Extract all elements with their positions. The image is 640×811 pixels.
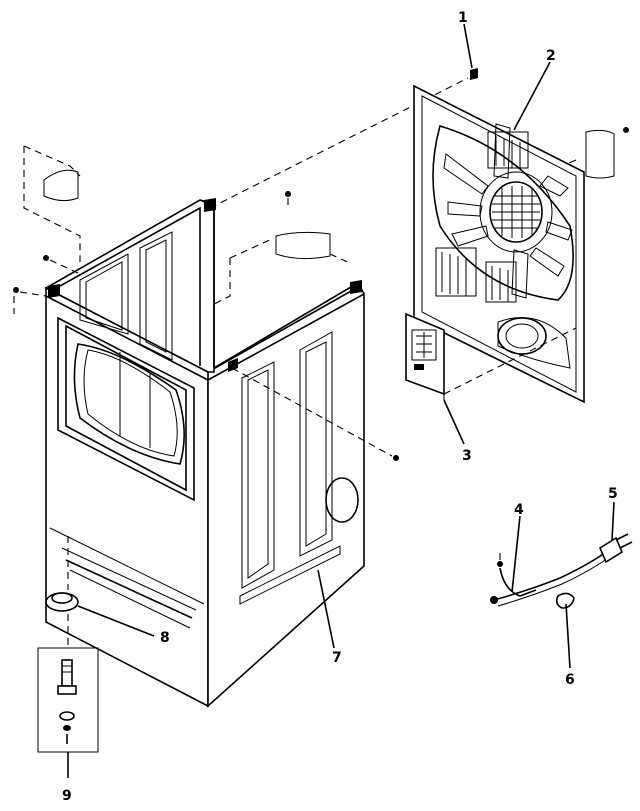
leg-hardware-kit: [37, 647, 99, 778]
callout-1: 1: [458, 10, 468, 26]
vent-slots: [435, 131, 529, 303]
cabinet: [44, 198, 365, 708]
center-grille: [492, 186, 540, 238]
callout-4: 4: [514, 502, 524, 518]
rear-panel: [413, 68, 585, 404]
power-cord-assembly: [490, 533, 633, 609]
terminal-cover: [405, 312, 577, 400]
callout-9: 9: [62, 788, 72, 804]
callout-6: 6: [565, 672, 575, 688]
callout-5: 5: [608, 486, 618, 502]
leveling-leg: [45, 536, 79, 648]
callout-7: 7: [332, 650, 342, 666]
callout-2: 2: [546, 48, 556, 64]
callout-3: 3: [462, 448, 472, 464]
leader-lines: [77, 23, 615, 669]
callout-8: 8: [160, 630, 170, 646]
